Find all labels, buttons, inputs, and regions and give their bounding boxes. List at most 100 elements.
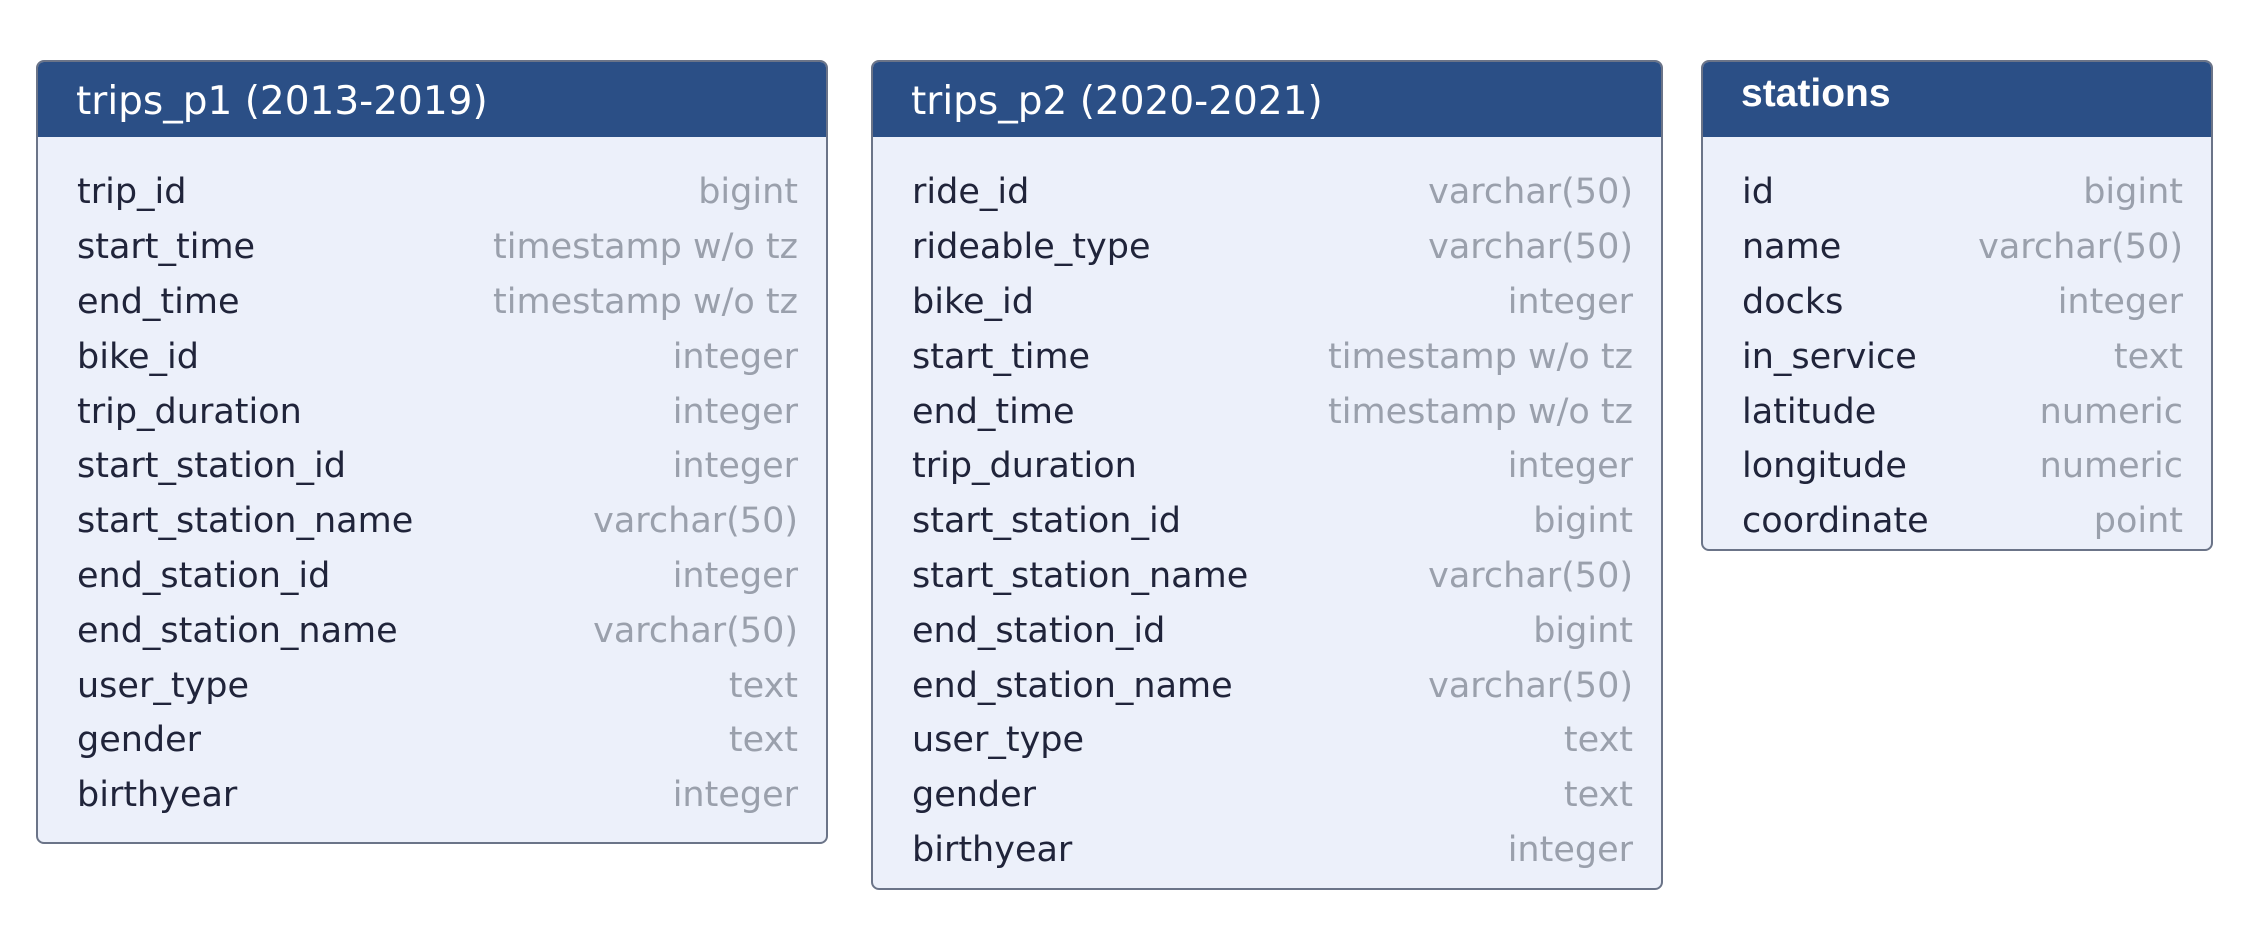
column-name: gender — [912, 775, 1037, 816]
column-name: start_station_id — [77, 446, 346, 487]
column-type: bigint — [2083, 172, 2183, 213]
column-name: end_station_id — [77, 555, 331, 596]
column-name: bike_id — [77, 336, 199, 377]
column-type: integer — [1507, 281, 1633, 322]
column-type: varchar(50) — [1428, 665, 1633, 706]
column-name: end_station_name — [77, 610, 398, 651]
column-row: end_station_id integer — [38, 549, 826, 604]
column-row: trip_id bigint — [38, 165, 826, 220]
column-type: timestamp w/o tz — [493, 281, 798, 322]
column-row: bike_id integer — [873, 275, 1661, 330]
column-name: trip_id — [77, 172, 187, 213]
column-type: varchar(50) — [593, 610, 798, 651]
column-row: birthyear integer — [873, 823, 1661, 878]
column-row: trip_duration integer — [873, 439, 1661, 494]
column-type: text — [1563, 720, 1633, 761]
column-name: start_station_id — [912, 501, 1181, 542]
column-name: trip_duration — [77, 391, 302, 432]
column-name: user_type — [77, 665, 250, 706]
column-type: bigint — [1533, 501, 1633, 542]
column-row: latitude numeric — [1703, 384, 2211, 439]
column-row: id bigint — [1703, 165, 2211, 220]
column-name: start_time — [912, 336, 1091, 377]
table-title: stations — [1741, 72, 1891, 115]
column-name: longitude — [1742, 446, 1907, 487]
column-name: rideable_type — [912, 227, 1151, 268]
column-row: docks integer — [1703, 275, 2211, 330]
column-type: bigint — [1533, 610, 1633, 651]
column-name: end_time — [912, 391, 1075, 432]
column-row: coordinate point — [1703, 494, 2211, 549]
column-type: varchar(50) — [1978, 227, 2183, 268]
column-name: docks — [1742, 281, 1844, 322]
column-row: start_time timestamp w/o tz — [38, 220, 826, 275]
column-name: birthyear — [912, 829, 1073, 870]
column-row: start_station_name varchar(50) — [38, 494, 826, 549]
table-title: trips_p1 (2013-2019) — [76, 79, 488, 124]
column-type: integer — [672, 775, 798, 816]
column-type: varchar(50) — [1428, 555, 1633, 596]
column-name: birthyear — [77, 775, 238, 816]
column-type: varchar(50) — [593, 501, 798, 542]
column-row: end_time timestamp w/o tz — [873, 384, 1661, 439]
column-row: rideable_type varchar(50) — [873, 220, 1661, 275]
column-name: bike_id — [912, 281, 1034, 322]
table-header: trips_p1 (2013-2019) — [38, 62, 826, 137]
column-name: gender — [77, 720, 202, 761]
column-row: user_type text — [38, 658, 826, 713]
column-list: ride_id varchar(50) rideable_type varchar(5… — [873, 137, 1661, 877]
column-row: user_type text — [873, 713, 1661, 768]
column-name: start_time — [77, 227, 256, 268]
column-type: text — [728, 665, 798, 706]
column-name: in_service — [1742, 336, 1917, 377]
column-name: id — [1742, 172, 1774, 213]
column-name: start_station_name — [77, 501, 414, 542]
column-type: integer — [672, 446, 798, 487]
column-type: numeric — [2039, 446, 2183, 487]
column-type: text — [728, 720, 798, 761]
table-trips-p1: trips_p1 (2013-2019) trip_id bigint start_… — [36, 60, 828, 844]
column-row: gender text — [873, 768, 1661, 823]
column-name: coordinate — [1742, 501, 1929, 542]
table-header: trips_p2 (2020-2021) — [873, 62, 1661, 137]
column-row: end_time timestamp w/o tz — [38, 275, 826, 330]
column-type: integer — [2057, 281, 2183, 322]
column-row: end_station_name varchar(50) — [38, 603, 826, 658]
column-name: ride_id — [912, 172, 1030, 213]
column-type: varchar(50) — [1428, 227, 1633, 268]
column-name: trip_duration — [912, 446, 1137, 487]
column-row: ride_id varchar(50) — [873, 165, 1661, 220]
column-type: integer — [1507, 446, 1633, 487]
column-row: bike_id integer — [38, 329, 826, 384]
column-type: timestamp w/o tz — [493, 227, 798, 268]
table-title: trips_p2 (2020-2021) — [911, 79, 1323, 124]
column-row: start_station_id bigint — [873, 494, 1661, 549]
column-name: latitude — [1742, 391, 1877, 432]
column-type: integer — [672, 336, 798, 377]
column-row: birthyear integer — [38, 768, 826, 823]
column-type: bigint — [698, 172, 798, 213]
column-row: start_station_id integer — [38, 439, 826, 494]
column-type: point — [2093, 501, 2183, 542]
column-name: user_type — [912, 720, 1085, 761]
column-type: numeric — [2039, 391, 2183, 432]
column-type: integer — [672, 555, 798, 596]
column-type: timestamp w/o tz — [1328, 391, 1633, 432]
column-type: varchar(50) — [1428, 172, 1633, 213]
column-name: start_station_name — [912, 555, 1249, 596]
column-row: longitude numeric — [1703, 439, 2211, 494]
column-row: gender text — [38, 713, 826, 768]
column-type: integer — [672, 391, 798, 432]
column-row: start_station_name varchar(50) — [873, 549, 1661, 604]
column-name: end_station_name — [912, 665, 1233, 706]
column-row: trip_duration integer — [38, 384, 826, 439]
column-name: end_time — [77, 281, 240, 322]
column-type: integer — [1507, 829, 1633, 870]
column-type: text — [1563, 775, 1633, 816]
